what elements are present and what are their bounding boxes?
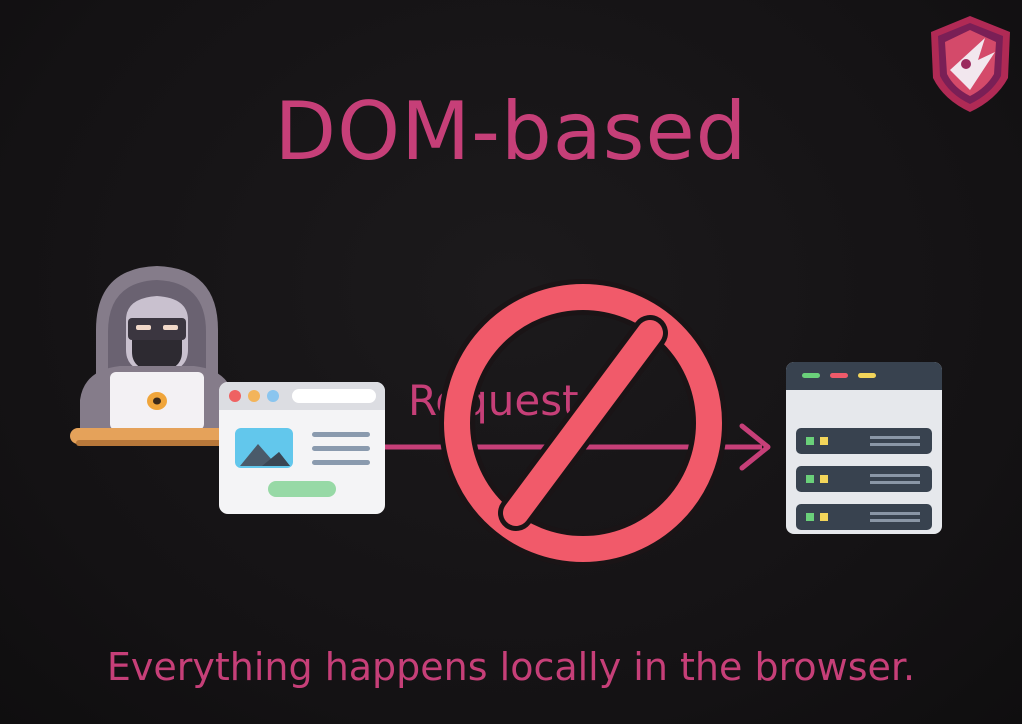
no-sign-icon [439, 279, 727, 567]
slide-title: DOM-based [274, 85, 748, 178]
hacker-icon [70, 266, 240, 446]
server-icon [786, 362, 942, 534]
slide-caption: Everything happens locally in the browse… [106, 645, 916, 689]
shield-logo [931, 16, 1010, 112]
browser-window-icon [219, 382, 385, 514]
request-label: Request [408, 376, 579, 425]
